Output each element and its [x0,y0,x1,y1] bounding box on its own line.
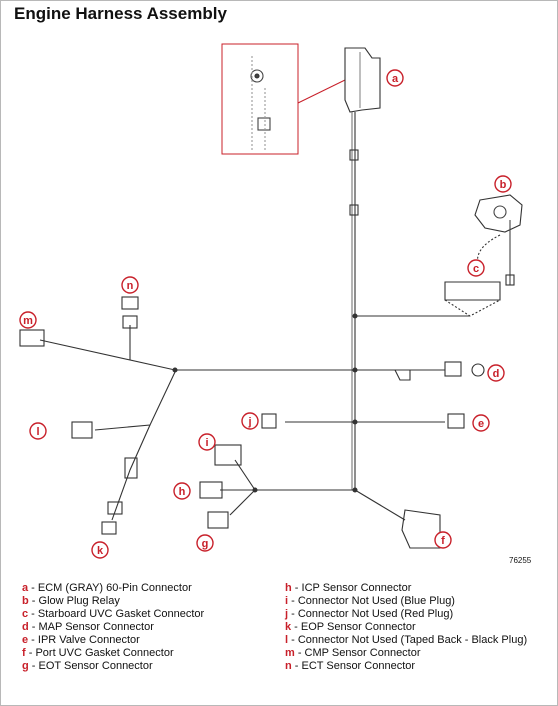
legend-item: n - ECT Sensor Connector [285,660,416,672]
legend-left: a - ECM (GRAY) 60-Pin Connector b - Glow… [22,582,204,673]
callout-b: b [494,175,512,193]
legend-item: d - MAP Sensor Connector [22,621,154,633]
legend-item: f - Port UVC Gasket Connector [22,647,174,659]
svg-text:g: g [202,538,209,550]
callout-j: j [241,412,259,430]
callout-i: i [198,433,216,451]
svg-text:m: m [23,315,33,327]
legend-item: j - Connector Not Used (Red Plug) [285,608,454,620]
svg-text:i: i [205,437,208,449]
svg-text:h: h [179,486,186,498]
svg-text:b: b [500,179,507,191]
inset-plug [257,117,271,131]
legend-item: i - Connector Not Used (Blue Plug) [285,595,455,607]
legend-item: e - IPR Valve Connector [22,634,140,646]
unused-red-plug-shape [261,413,277,429]
ect-sensor-connector-shape [121,296,139,310]
cmp-sensor-connector-shape [19,329,45,347]
unused-blue-plug-shape [214,444,242,466]
legend-item: h - ICP Sensor Connector [285,582,412,594]
figure-number: 76255 [509,556,532,565]
svg-text:f: f [441,535,445,547]
glow-plug-relay-shape [474,194,523,233]
ecm-connector-shape [344,47,381,113]
port-uvc-connector-shape [401,509,441,549]
branch-l [94,371,176,431]
branch-d [39,339,445,371]
inset-box [221,43,299,155]
callout-g: g [196,534,214,552]
starboard-uvc-connector-shape [444,281,501,301]
callout-c: c [467,259,485,277]
legend-item: g - EOT Sensor Connector [22,660,153,672]
legend-item: l - Connector Not Used (Taped Back - Bla… [285,634,528,646]
callout-a: a [386,69,404,87]
callout-n: n [121,276,139,294]
callout-e: e [472,414,490,432]
harness-wires [19,43,523,549]
svg-text:c: c [473,263,479,275]
callout-h: h [173,482,191,500]
icp-sensor-connector-shape [199,481,223,499]
branch-k [111,424,151,521]
legend-item: m - CMP Sensor Connector [285,647,421,659]
svg-text:j: j [247,416,251,428]
inset-leader [297,79,346,104]
eop-sensor-connector-shape [107,501,123,515]
legend-item: c - Starboard UVC Gasket Connector [22,608,205,620]
callout-k: k [91,541,109,559]
legend-right: h - ICP Sensor Connector i - Connector N… [285,582,527,673]
ipr-valve-connector-shape [447,413,465,429]
svg-text:l: l [36,426,39,438]
svg-text:d: d [493,368,500,380]
map-sensor-connector-shape [444,361,462,377]
inset-bolt [250,69,264,83]
page-title: Engine Harness Assembly [14,4,227,23]
legend-item: b - Glow Plug Relay [22,595,120,607]
svg-text:n: n [127,280,134,292]
svg-text:e: e [478,418,484,430]
callout-m: m [19,311,37,329]
eot-sensor-connector-shape [207,511,229,529]
unused-black-plug-shape [71,421,93,439]
callout-l: l [29,422,47,440]
svg-text:k: k [97,545,104,557]
legend-item: k - EOP Sensor Connector [285,621,416,633]
branch-f [354,489,406,521]
callout-f: f [434,531,452,549]
callout-d: d [487,364,505,382]
legend-item: a - ECM (GRAY) 60-Pin Connector [22,582,192,594]
svg-text:a: a [392,73,399,85]
